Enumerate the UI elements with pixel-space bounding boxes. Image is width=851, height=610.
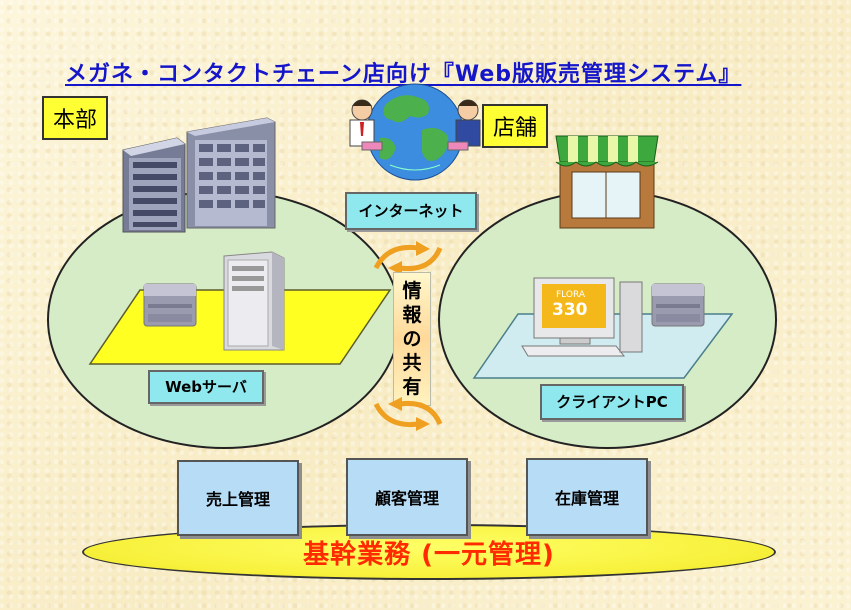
sales-management-module: 売上管理 xyxy=(177,460,299,536)
shop-icon xyxy=(555,135,659,229)
internet-label: インターネット xyxy=(345,192,477,230)
core-business-label: 基幹業務 (一元管理) xyxy=(303,539,555,570)
server-icon xyxy=(223,251,285,351)
inventory-management-module: 在庫管理 xyxy=(526,458,648,536)
info-sharing-char: の xyxy=(402,328,422,350)
client-pc-label: クライアントPC xyxy=(540,384,684,420)
client-pc-icon xyxy=(521,277,643,357)
web-server-label: Webサーバ xyxy=(148,370,264,404)
sync-arrow-bottom-icon xyxy=(373,397,443,431)
info-sharing-char: 情 xyxy=(402,280,422,302)
info-sharing-char: 報 xyxy=(402,304,422,326)
sync-arrow-top-icon xyxy=(373,241,443,275)
globe-icon xyxy=(349,83,481,181)
office-building-icon xyxy=(122,117,276,233)
customer-management-module: 顧客管理 xyxy=(346,458,468,536)
hq-label: 本部 xyxy=(42,96,109,140)
store-label: 店舗 xyxy=(482,104,549,148)
printer-icon xyxy=(143,283,197,327)
monitor-screen-model: 330 xyxy=(552,300,588,320)
printer-icon xyxy=(651,283,705,327)
info-sharing-char: 共 xyxy=(402,352,422,374)
info-sharing-label: 情 報 の 共 有 xyxy=(393,272,431,406)
diagram-title: メガネ・コンタクトチェーン店向け『Web版販売管理システム』 xyxy=(65,62,742,87)
info-sharing-char: 有 xyxy=(402,376,422,398)
monitor-screen-brand: FLORA xyxy=(556,290,585,300)
